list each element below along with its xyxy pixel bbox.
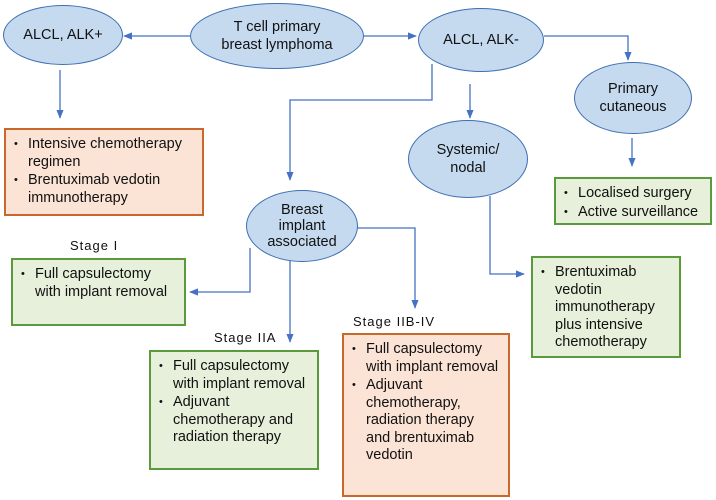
stage-iib-label: Stage IIB-IV [353, 314, 436, 329]
cutaneous-treatment-item: Localised surgery [564, 185, 702, 203]
cutaneous-treatment-box: Localised surgery Active surveillance [554, 177, 712, 225]
stage-iia-treatment-item: Full capsulectomy with implant removal [159, 358, 309, 393]
primary-cutaneous-node: Primary cutaneous [574, 62, 692, 134]
arrow-implant-to-stage-i [189, 248, 251, 296]
systemic-nodal-node: Systemic/ nodal [408, 120, 528, 198]
arrow-systemic-to-treatment [489, 196, 525, 278]
stage-i-treatment-item: Full capsulectomy with implant removal [21, 266, 176, 301]
stage-iia-treatment-box: Full capsulectomy with implant removal A… [149, 350, 319, 470]
root-node: T cell primary breast lymphoma [190, 3, 364, 69]
arrow-alk-neg-to-implant [286, 64, 433, 181]
systemic-treatment-item: Brentuximab vedotin immunotherapy plus i… [541, 264, 671, 352]
stage-iib-treatment-item: Adjuvant chemotherapy, radiation therapy… [352, 377, 500, 465]
alk-pos-treatment-item: Brentuximab vedotin immunotherapy [14, 172, 194, 207]
arrow-implant-to-stage-iib [356, 227, 419, 309]
alk-positive-node: ALCL, ALK+ [3, 5, 123, 65]
stage-iib-treatment-item: Full capsulectomy with implant removal [352, 341, 500, 376]
alk-negative-node: ALCL, ALK- [418, 8, 544, 72]
stage-iib-treatment-box: Full capsulectomy with implant removal A… [342, 333, 510, 497]
alk-pos-treatment-box: Intensive chemotherapy regimen Brentuxim… [4, 128, 204, 216]
arrow-alk-neg-to-cutaneous [544, 35, 632, 61]
stage-iia-label: Stage IIA [214, 330, 277, 345]
stage-iia-treatment-item: Adjuvant chemotherapy and radiation ther… [159, 394, 309, 447]
stage-i-treatment-box: Full capsulectomy with implant removal [11, 258, 186, 326]
systemic-treatment-box: Brentuximab vedotin immunotherapy plus i… [531, 256, 681, 358]
stage-i-label: Stage I [70, 238, 119, 253]
cutaneous-treatment-item: Active surveillance [564, 204, 702, 222]
alk-pos-treatment-item: Intensive chemotherapy regimen [14, 136, 194, 171]
breast-implant-node: Breast implant associated [246, 190, 358, 262]
